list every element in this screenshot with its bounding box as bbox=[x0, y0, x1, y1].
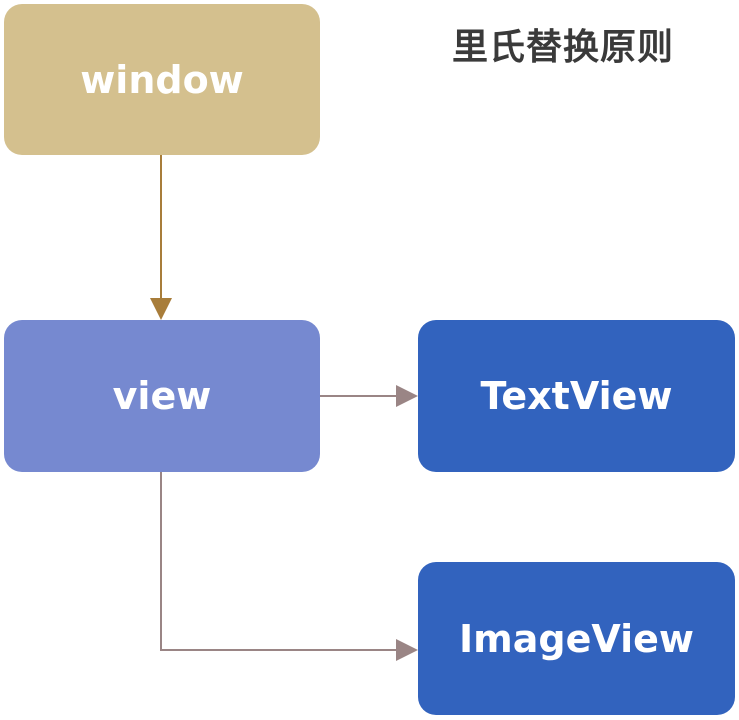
edge-view-imageview bbox=[160, 472, 418, 661]
node-label: TextView bbox=[480, 374, 673, 418]
arrowhead-icon bbox=[396, 639, 418, 661]
arrowhead-icon bbox=[150, 298, 172, 320]
node-label: view bbox=[112, 374, 212, 418]
edge-window-view bbox=[150, 155, 172, 320]
node-view: view bbox=[4, 320, 320, 472]
arrowhead-icon bbox=[396, 385, 418, 407]
node-label: window bbox=[80, 57, 244, 102]
node-window: window bbox=[4, 4, 320, 155]
edge-view-textview bbox=[320, 385, 418, 407]
node-imageview: ImageView bbox=[418, 562, 735, 715]
node-label: ImageView bbox=[459, 616, 694, 661]
diagram-title: 里氏替换原则 bbox=[452, 27, 675, 68]
node-textview: TextView bbox=[418, 320, 735, 472]
